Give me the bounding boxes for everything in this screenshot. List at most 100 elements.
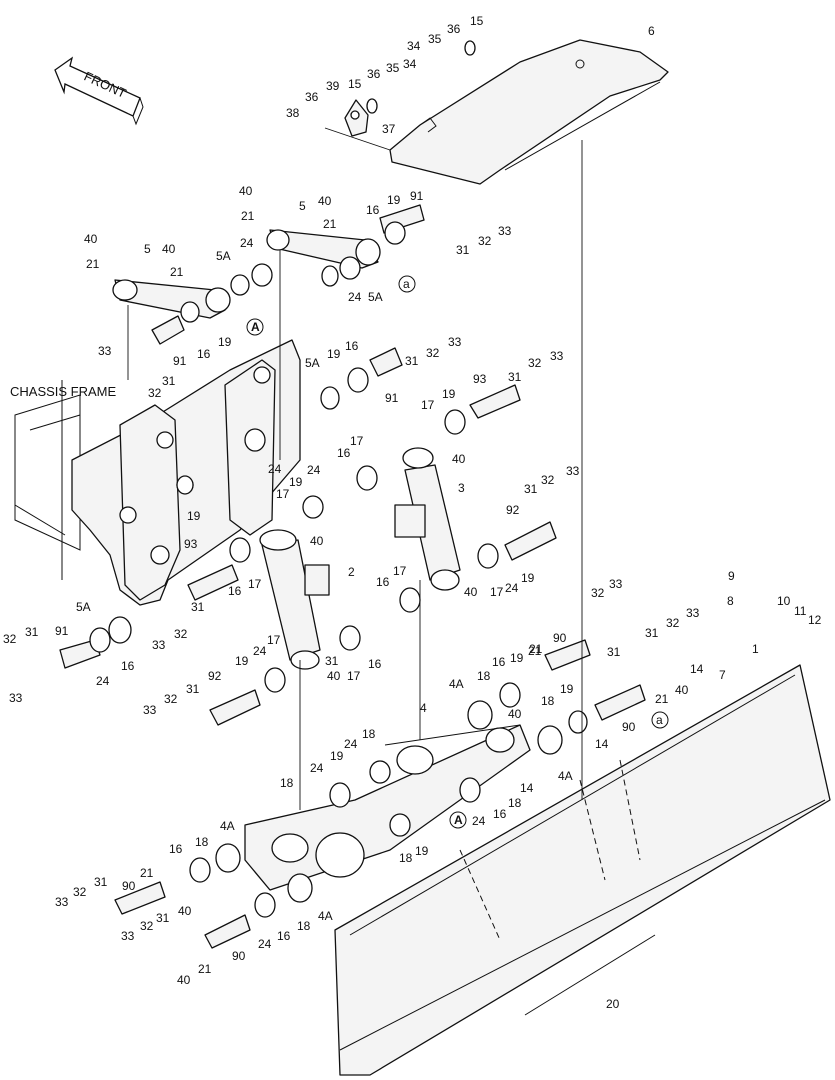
part-number-19-50: 19 bbox=[442, 387, 456, 401]
part-number-4-124: 4 bbox=[420, 701, 427, 715]
part-number-33-36: 33 bbox=[98, 344, 112, 358]
part-number-90-97: 90 bbox=[553, 631, 567, 645]
part-number-18-133: 18 bbox=[508, 796, 522, 810]
part-number-33-149: 33 bbox=[121, 929, 135, 943]
part-number-33-114: 33 bbox=[686, 606, 700, 620]
part-number-24-59: 24 bbox=[268, 462, 282, 476]
part-number-21-98: 21 bbox=[529, 642, 543, 656]
part-number-24-131: 24 bbox=[310, 761, 324, 775]
part-number-21-25: 21 bbox=[86, 257, 100, 271]
part-number-8-103: 8 bbox=[727, 594, 734, 608]
part-number-24-30: 24 bbox=[240, 236, 254, 250]
part-number-40-13: 40 bbox=[239, 184, 253, 198]
part-number-19-137: 19 bbox=[415, 844, 429, 858]
part-number-39-9: 39 bbox=[326, 79, 340, 93]
part-number-16-34: 16 bbox=[197, 347, 211, 361]
part-number-40-27: 40 bbox=[162, 242, 176, 256]
part-number-36-10: 36 bbox=[305, 90, 319, 104]
part-number-40-111: 40 bbox=[675, 683, 689, 697]
ref-circle-A1 bbox=[246, 318, 264, 336]
guide-lines bbox=[127, 127, 583, 810]
part-number-31-147: 31 bbox=[156, 911, 170, 925]
ref-A-label-1: A bbox=[251, 320, 260, 334]
part-number-31-81: 31 bbox=[25, 625, 39, 639]
part-number-5A-39: 5A bbox=[305, 356, 320, 370]
part-number-32-48: 32 bbox=[528, 356, 542, 370]
part-number-10-104: 10 bbox=[777, 594, 791, 608]
part-number-91-42: 91 bbox=[385, 391, 399, 405]
part-number-19-19: 19 bbox=[387, 193, 401, 207]
part-number-16-41: 16 bbox=[345, 339, 359, 353]
part-number-4A-116: 4A bbox=[449, 677, 464, 691]
part-number-19-75: 19 bbox=[521, 571, 535, 585]
part-number-32-99: 32 bbox=[591, 586, 605, 600]
part-number-15-5: 15 bbox=[348, 77, 362, 91]
part-number-6-0: 6 bbox=[648, 24, 655, 38]
part-number-24-55: 24 bbox=[307, 463, 321, 477]
part-number-31-96: 31 bbox=[186, 682, 200, 696]
part-number-31-77: 31 bbox=[191, 600, 205, 614]
part-number-34-4: 34 bbox=[407, 39, 421, 53]
part-number-32-113: 32 bbox=[666, 616, 680, 630]
lift-arm-5-right bbox=[266, 229, 381, 269]
part-number-32-44: 32 bbox=[426, 346, 440, 360]
part-number-19-86: 19 bbox=[235, 654, 249, 668]
rod-20 bbox=[524, 934, 656, 1016]
part-number-7-108: 7 bbox=[719, 668, 726, 682]
part-number-92-65: 92 bbox=[506, 503, 520, 517]
part-number-32-22: 32 bbox=[478, 234, 492, 248]
part-number-31-101: 31 bbox=[607, 645, 621, 659]
part-number-2-67: 2 bbox=[348, 565, 355, 579]
part-number-32-38: 32 bbox=[148, 386, 162, 400]
ref-circle-a1 bbox=[398, 275, 416, 293]
part-number-16-68: 16 bbox=[228, 584, 242, 598]
pins bbox=[59, 204, 646, 949]
part-number-20-157: 20 bbox=[606, 997, 620, 1011]
part-number-16-53: 16 bbox=[337, 446, 351, 460]
part-number-90-115: 90 bbox=[622, 720, 636, 734]
part-number-40-156: 40 bbox=[177, 973, 191, 987]
part-number-33-94: 33 bbox=[143, 703, 157, 717]
part-number-31-23: 31 bbox=[456, 243, 470, 257]
bracket-37 bbox=[344, 99, 369, 137]
part-number-24-74: 24 bbox=[505, 581, 519, 595]
part-number-40-16: 40 bbox=[318, 194, 332, 208]
ref-circle-A2 bbox=[449, 811, 467, 829]
part-number-31-47: 31 bbox=[508, 370, 522, 384]
part-number-4A-129: 4A bbox=[558, 769, 573, 783]
ref-a-label-2: a bbox=[656, 713, 663, 727]
part-number-5-15: 5 bbox=[299, 199, 306, 213]
part-number-18-151: 18 bbox=[297, 919, 311, 933]
part-number-33-64: 33 bbox=[566, 464, 580, 478]
part-number-19-119: 19 bbox=[510, 651, 524, 665]
part-number-1-107: 1 bbox=[752, 642, 759, 656]
part-number-31-144: 31 bbox=[94, 875, 108, 889]
part-number-32-80: 32 bbox=[3, 632, 17, 646]
ref-circle-a2 bbox=[651, 711, 669, 729]
part-number-31-62: 31 bbox=[524, 482, 538, 496]
part-number-21-120: 21 bbox=[528, 644, 542, 658]
part-number-17-91: 17 bbox=[347, 669, 361, 683]
part-number-19-127: 19 bbox=[330, 749, 344, 763]
part-number-17-69: 17 bbox=[248, 577, 262, 591]
part-number-17-51: 17 bbox=[421, 398, 435, 412]
part-number-93-46: 93 bbox=[473, 372, 487, 386]
part-number-31-43: 31 bbox=[405, 354, 419, 368]
part-number-5-26: 5 bbox=[144, 242, 151, 256]
ref-a-label-1: a bbox=[403, 277, 410, 291]
part-number-12-106: 12 bbox=[808, 613, 822, 627]
part-number-16-92: 16 bbox=[368, 657, 382, 671]
part-number-21-17: 21 bbox=[323, 217, 337, 231]
part-number-36-6: 36 bbox=[367, 67, 381, 81]
part-number-21-14: 21 bbox=[241, 209, 255, 223]
part-number-91-33: 91 bbox=[173, 354, 187, 368]
part-number-19-40: 19 bbox=[327, 347, 341, 361]
chassis-frame bbox=[14, 339, 301, 606]
part-number-24-125: 24 bbox=[344, 737, 358, 751]
blade-1 bbox=[334, 664, 831, 1076]
part-number-35-3: 35 bbox=[428, 32, 442, 46]
part-number-11-105: 11 bbox=[794, 604, 807, 618]
